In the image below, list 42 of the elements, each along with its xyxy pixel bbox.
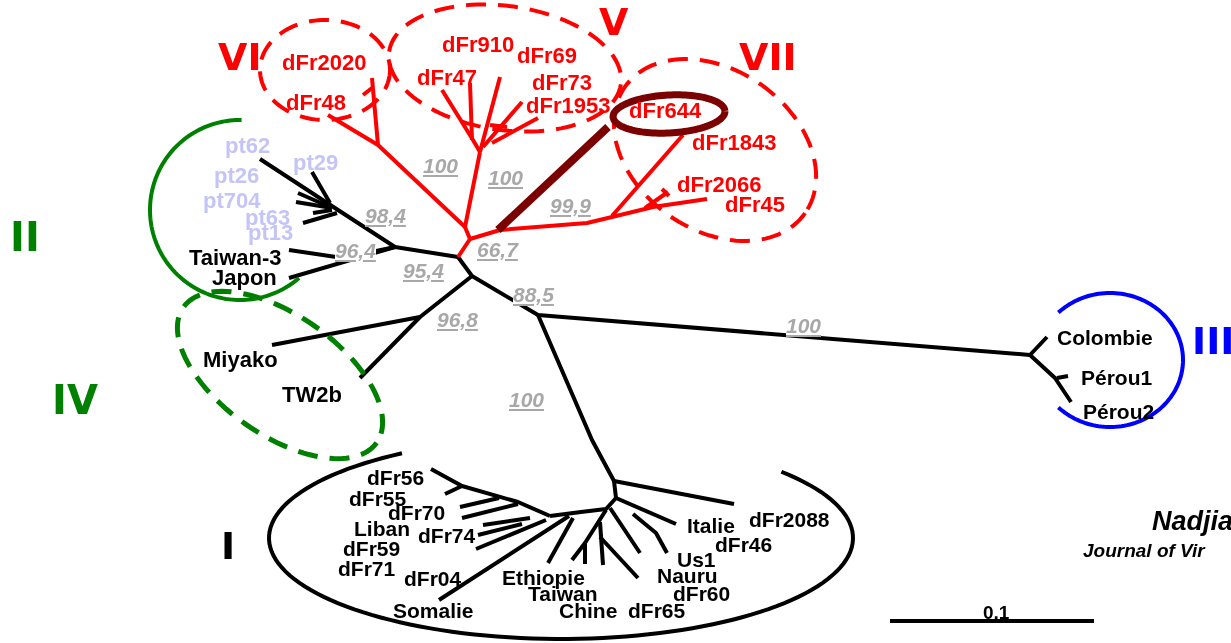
taxon-label: dFr2020 <box>282 52 367 74</box>
clade-numeral: VI <box>218 38 262 76</box>
taxon-label: dFr71 <box>338 558 396 579</box>
taxon-label: Somalie <box>393 600 474 621</box>
taxon-label: dFr1953 <box>526 95 611 117</box>
taxon-label: TW2b <box>282 384 342 406</box>
taxon-label: Italie <box>687 515 735 536</box>
clade-numeral: IV <box>52 380 98 420</box>
taxon-label: Miyako <box>203 349 278 371</box>
taxon-label: dFr2088 <box>749 509 830 530</box>
taxon-label: dFr45 <box>725 194 785 216</box>
taxon-label: Chine <box>559 600 618 621</box>
clade-numeral: VII <box>739 38 797 76</box>
taxon-label: dFr46 <box>715 534 773 555</box>
taxon-label: dFr644 <box>629 100 702 122</box>
taxon-label: Us1 <box>677 549 716 570</box>
taxon-label: pt704 <box>203 190 261 212</box>
scale-label: 0.1 <box>983 603 1010 622</box>
clade-numeral: I <box>221 527 236 565</box>
taxon-label: dFr04 <box>404 568 462 589</box>
taxon-label: dFr74 <box>418 525 476 546</box>
taxon-label: dFr2066 <box>677 174 762 196</box>
taxon-label: dFr56 <box>367 467 425 488</box>
taxon-label: Japon <box>212 267 277 289</box>
clade-numeral: V <box>599 3 629 41</box>
taxon-label: pt62 <box>225 135 271 157</box>
clade-numeral: III <box>1192 322 1231 360</box>
taxon-label: dFr73 <box>532 72 592 94</box>
taxon-label: Taiwan-3 <box>189 247 282 269</box>
taxon-label: Colombie <box>1057 327 1153 348</box>
taxon-label: Pérou1 <box>1081 367 1153 388</box>
taxon-label: dFr910 <box>442 34 515 56</box>
clade-numeral: II <box>10 217 40 257</box>
taxon-label: Pérou2 <box>1083 401 1155 422</box>
taxon-label: dFr48 <box>286 92 346 114</box>
taxon-label: pt29 <box>293 152 339 174</box>
taxon-label: dFr69 <box>517 45 577 67</box>
taxon-label: dFr47 <box>417 67 477 89</box>
taxon-label: dFr59 <box>343 538 401 559</box>
taxon-label: dFr1843 <box>692 132 777 154</box>
taxon-label: pt26 <box>214 165 260 187</box>
citation-text: Journal of Vir <box>1083 541 1205 560</box>
